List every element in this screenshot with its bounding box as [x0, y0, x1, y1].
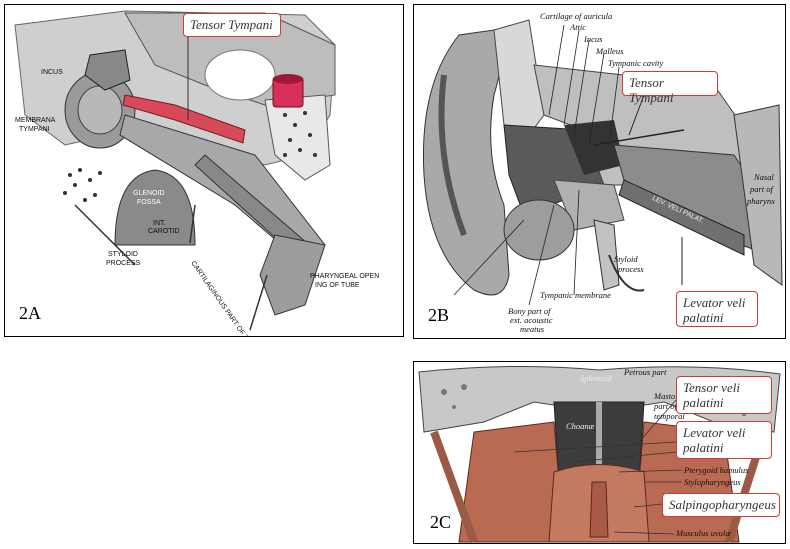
label-pharyngeal-1: PHARYNGEAL OPEN [310, 273, 380, 280]
panel-2c: Sphenoid Petrous part Choanæ Mastoid par… [413, 361, 786, 544]
label-sphenoid: Sphenoid [580, 373, 612, 383]
label-pharyngeal-2: ING OF TUBE [315, 282, 360, 289]
callout-salpingopharyngeus-2c: Salpingopharyngeus [662, 493, 780, 517]
label-bony-part-1: Bony part of [508, 306, 551, 316]
callout-levator-veli-2c-line-1: Levator veli [683, 425, 746, 440]
panel-2a: Tensor Tympani INCUS MEMBRANA TYMPANI GL… [4, 4, 404, 337]
callout-levator-line-1: Levator veli [683, 295, 746, 310]
callout-levator-veli-palatini-2c: Levator veli palatini [676, 421, 772, 459]
callout-tensor-tympani-2b: Tensor Tympani [622, 71, 718, 105]
label-fossa: FOSSA [137, 199, 161, 206]
label-int: INT. [153, 220, 166, 227]
label-glenoid: GLENOID [133, 190, 165, 197]
label-stylopharyngeus: Stylopharyngeus [684, 477, 741, 487]
label-mastoid-3: temporal [654, 411, 685, 421]
label-tympanic-cavity: Tympanic cavity [608, 58, 664, 68]
callout-levator-veli-palatini-2b: Levator veli palatini [676, 291, 758, 327]
label-petrous-part: Petrous part [624, 367, 667, 377]
label-cartilage-auricula: Cartilage of auricula [540, 11, 613, 21]
callout-tensor-veli-line-1: Tensor veli [683, 380, 740, 395]
label-attic: Attic [570, 22, 587, 32]
label-styloid-process-2: process [618, 264, 644, 274]
label-incus: INCUS [41, 69, 63, 76]
label-tympani: TYMPANI [19, 126, 50, 133]
illustration-ear-section [422, 19, 783, 306]
label-nasal-3: pharynx [747, 196, 775, 206]
callout-levator-line-2: palatini [683, 310, 724, 325]
label-nasal-1: Nasal [754, 172, 774, 182]
label-styloid: STYLOID [108, 251, 138, 258]
label-bony-part-3: meatus [520, 324, 545, 334]
label-pterygoid-hamulus: Pterygoid hamulus [684, 465, 749, 475]
panel-number-2c: 2C [430, 512, 452, 532]
callout-levator-veli-2c-line-2: palatini [683, 440, 724, 455]
label-malleus: Malleus [596, 46, 624, 56]
callout-tensor-veli-palatini-2c: Tensor veli palatini [676, 376, 772, 414]
label-incus: Incus [584, 34, 603, 44]
label-tympanic-membrane: Tympanic membrane [540, 290, 611, 300]
panel-number-2a: 2A [19, 303, 41, 323]
label-nasal-2: part of [750, 184, 773, 194]
label-carotid: CAROTID [148, 228, 180, 235]
label-mastoid-1: Mastoid [654, 391, 682, 401]
callout-tensor-veli-line-2: palatini [683, 395, 724, 410]
panel-number-2b: 2B [428, 305, 450, 325]
label-choanae: Choanæ [566, 421, 595, 431]
illustration-tensor-tympani-section [14, 10, 336, 331]
callout-tensor-tympani-2a: Tensor Tympani [183, 13, 281, 37]
label-mastoid-2: part of [654, 401, 677, 411]
label-membrana: MEMBRANA [15, 117, 56, 124]
label-process: PROCESS [106, 260, 141, 267]
panel-2b: Cartilage of auricula Attic Incus Malleu… [413, 4, 786, 339]
label-musculus-uvulae: Musculus uvulæ [676, 528, 732, 538]
label-styloid-process-1: Styloid [614, 254, 638, 264]
label-bony-part-2: ext. acoustic [510, 315, 553, 325]
